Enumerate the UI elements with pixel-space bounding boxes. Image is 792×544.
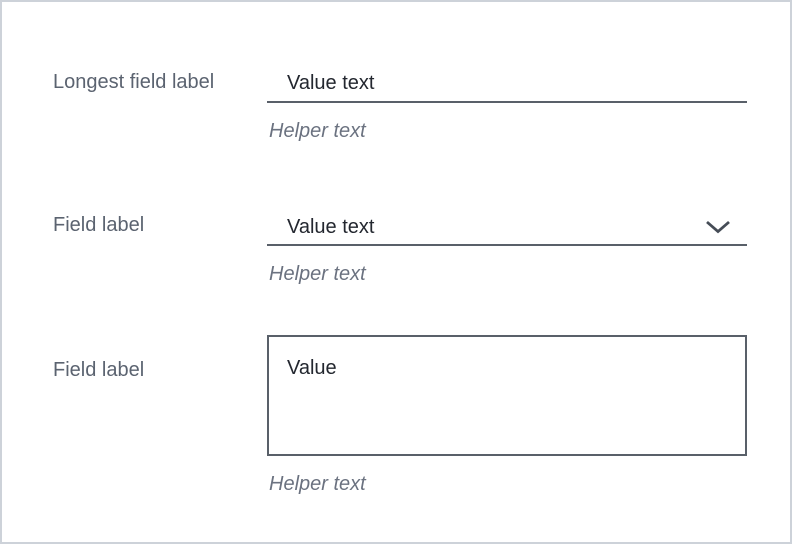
form-field-row-textarea: Field label Value Helper text	[53, 335, 747, 496]
helper-text: Helper text	[269, 263, 366, 285]
textarea-input[interactable]: Value	[267, 335, 747, 456]
field-label: Longest field label	[53, 71, 215, 93]
text-input[interactable]	[267, 69, 747, 103]
select-input[interactable]: Value text	[267, 212, 747, 246]
chevron-down-icon	[706, 220, 730, 234]
form-field-row-text-input: Longest field label Helper text	[53, 69, 747, 143]
textarea-control: Value Helper text	[267, 335, 747, 496]
form-field-row-select: Field label Value text Helper text	[53, 212, 747, 286]
select-value: Value text	[287, 215, 375, 238]
field-label: Field label	[53, 214, 145, 236]
text-input-control: Helper text	[267, 69, 747, 143]
field-label: Field label	[53, 359, 145, 381]
select-control: Value text Helper text	[267, 212, 747, 286]
helper-text: Helper text	[269, 120, 366, 142]
helper-text: Helper text	[269, 473, 366, 495]
